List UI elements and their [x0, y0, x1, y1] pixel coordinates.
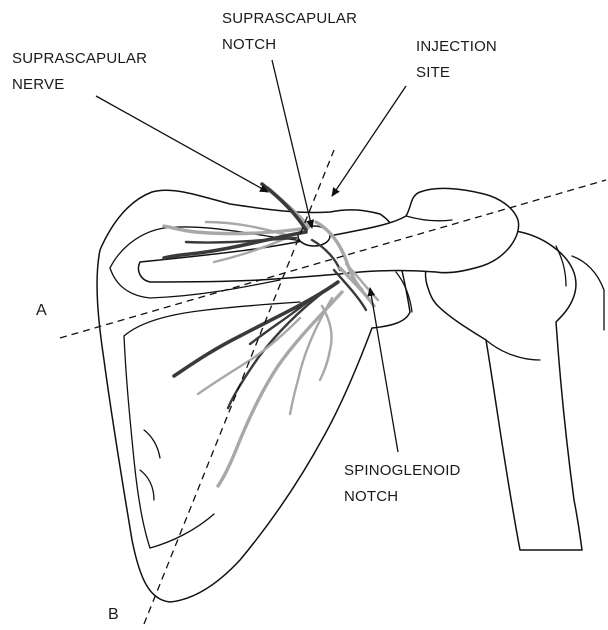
- suprascapular-notch-label-line1: SUPRASCAPULAR: [222, 6, 357, 32]
- suprascapular-nerve-leader: [96, 96, 268, 192]
- injection-site-leader: [332, 86, 406, 196]
- suprascapular-nerve-label: SUPRASCAPULAR NERVE: [12, 46, 147, 98]
- spinoglenoid-notch-label-line2: NOTCH: [344, 484, 461, 510]
- suprascapular-notch-leader: [272, 60, 312, 228]
- suprascapular-notch-label-line2: NOTCH: [222, 32, 357, 58]
- line-b-label: B: [108, 602, 119, 628]
- line-a-label: A: [36, 298, 47, 324]
- injection-site-label-line1: INJECTION: [416, 34, 497, 60]
- spinoglenoid-notch-label: SPINOGLENOID NOTCH: [344, 458, 461, 510]
- injection-site-label: INJECTION SITE: [416, 34, 497, 86]
- injection-site-label-line2: SITE: [416, 60, 497, 86]
- suprascapular-nerve-label-line2: NERVE: [12, 72, 147, 98]
- suprascapular-nerve-label-line1: SUPRASCAPULAR: [12, 46, 147, 72]
- spinoglenoid-notch-label-line1: SPINOGLENOID: [344, 458, 461, 484]
- suprascapular-notch-label: SUPRASCAPULAR NOTCH: [222, 6, 357, 58]
